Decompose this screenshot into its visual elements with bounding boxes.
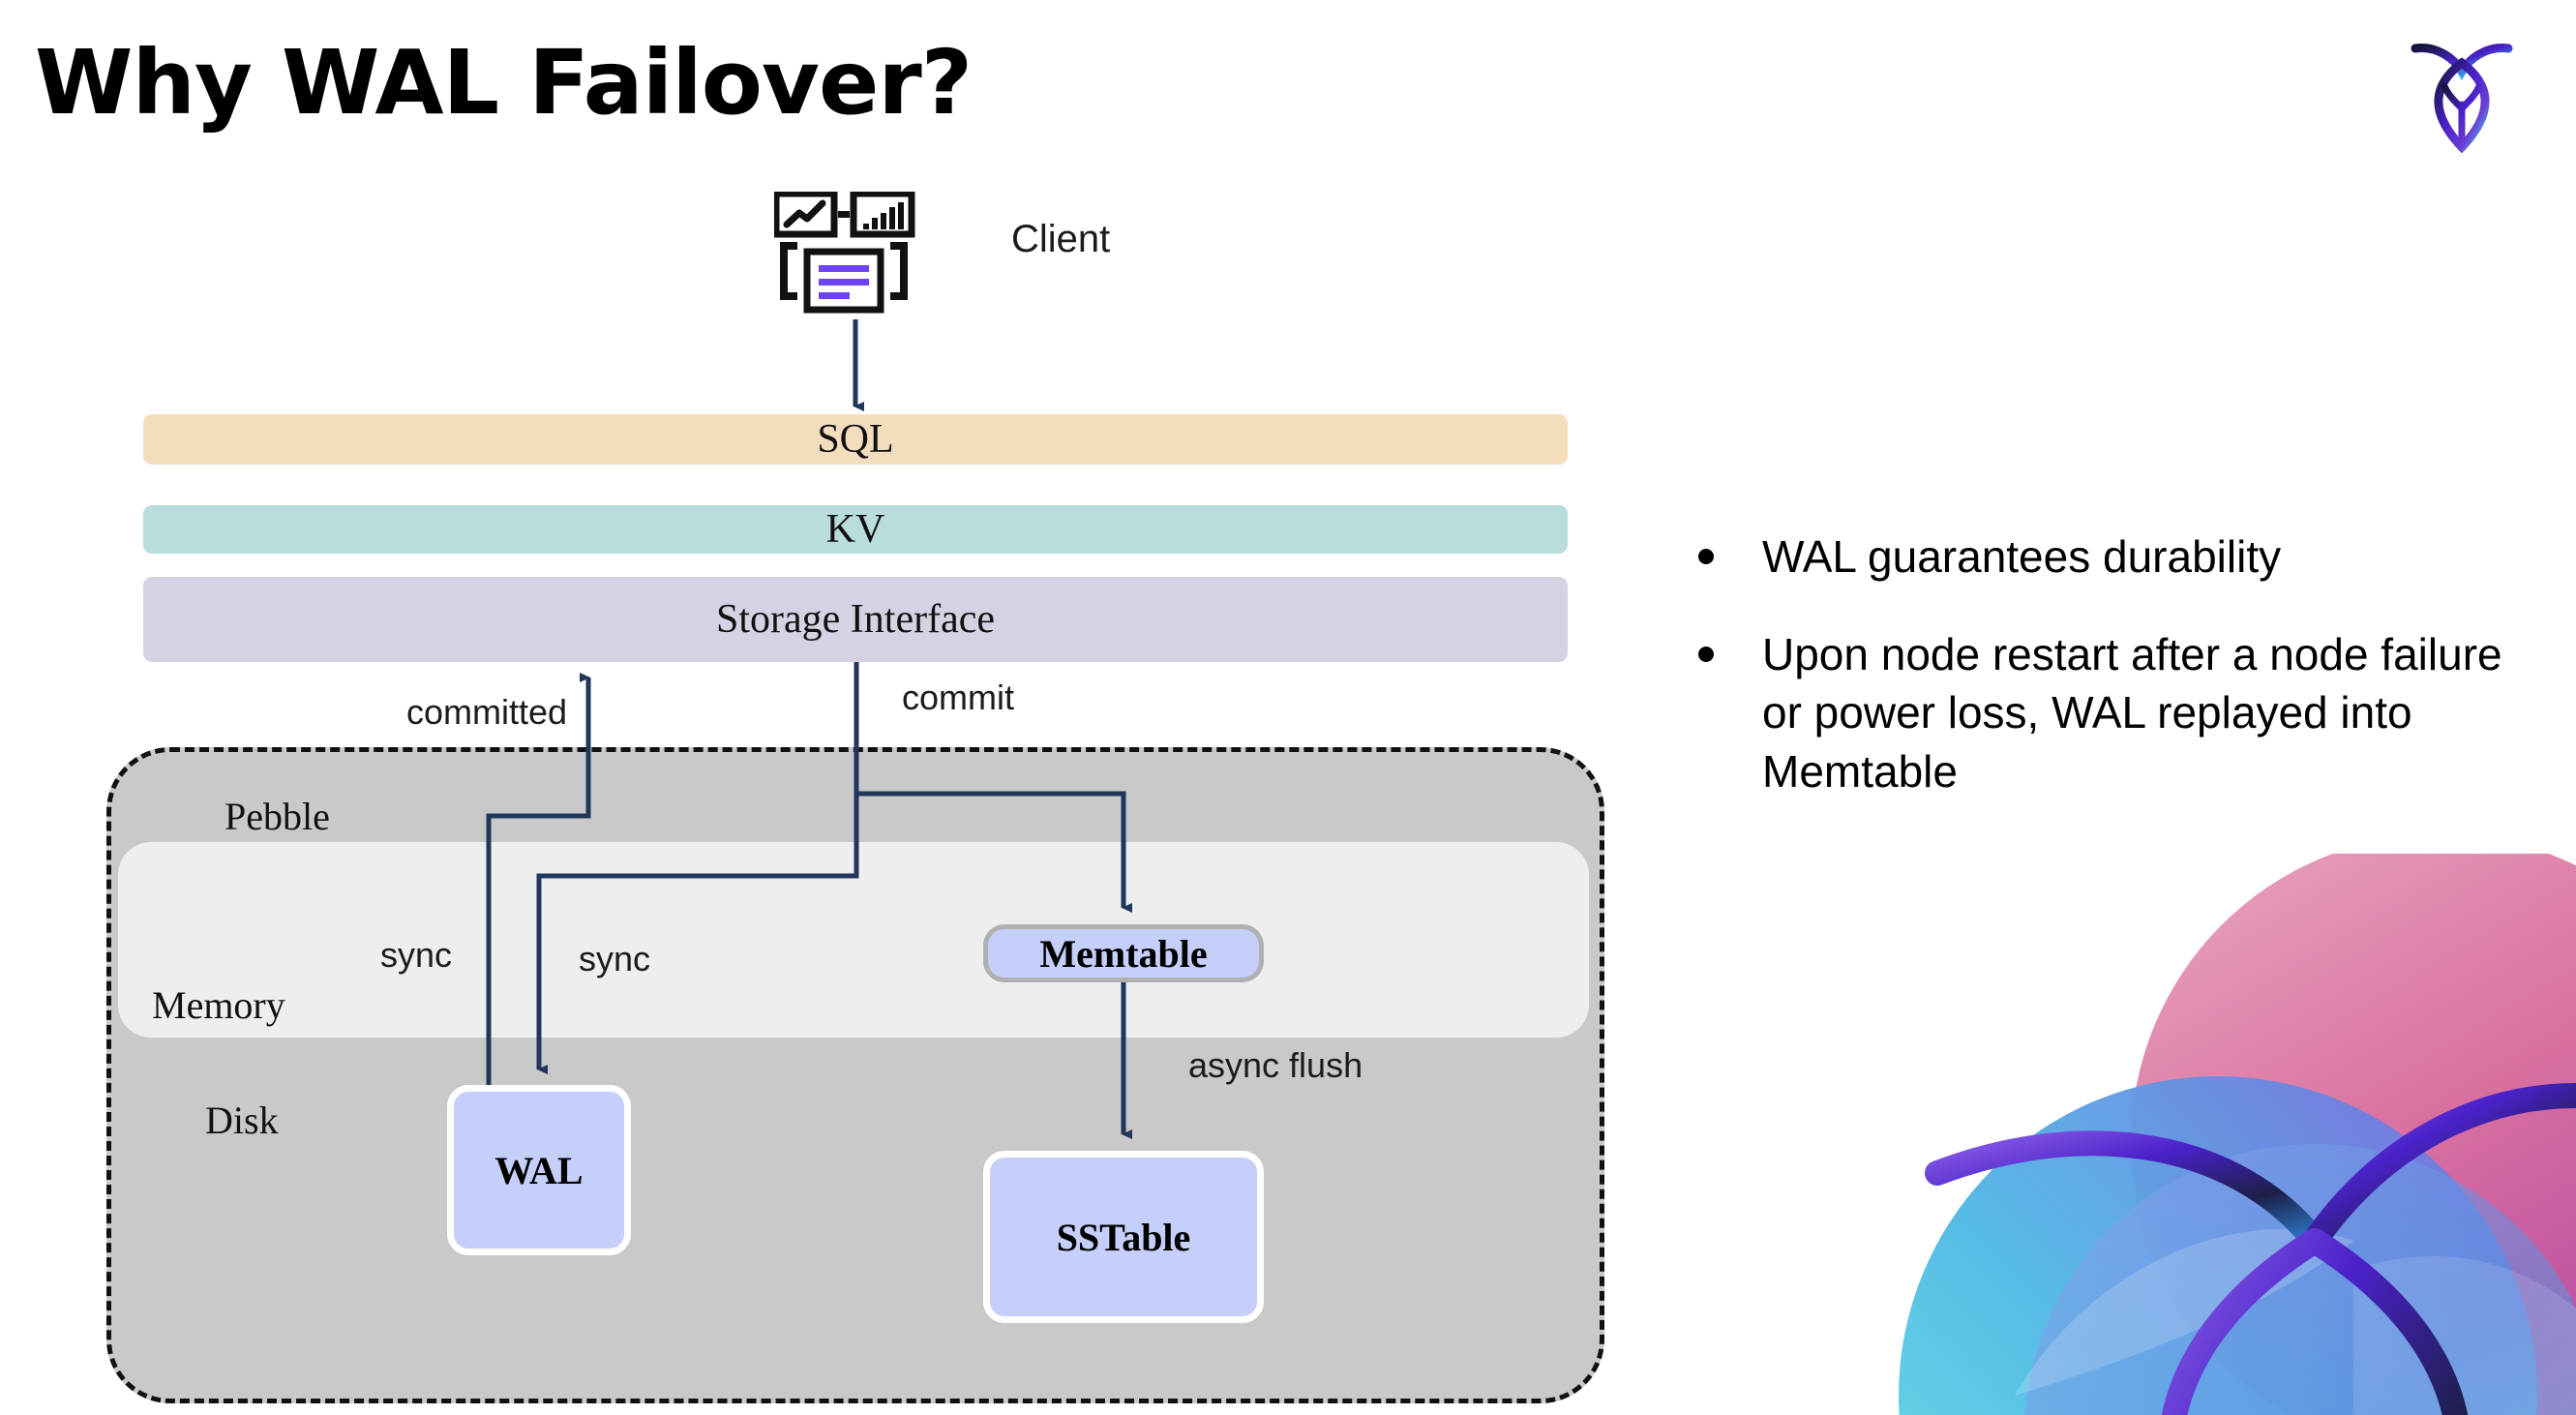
layer-label-kv: KV: [825, 507, 885, 552]
bullet-dot-icon: [1698, 549, 1714, 564]
layer-label-storage-interface: Storage Interface: [716, 597, 995, 642]
layer-bar-kv: KV: [143, 505, 1568, 554]
list-item: Upon node restart after a node failure o…: [1698, 625, 2550, 801]
list-item: WAL guarantees durability: [1698, 527, 2550, 587]
client-dashboard-icon: [772, 190, 929, 327]
edge-label-commit: commit: [902, 677, 1014, 717]
client-label: Client: [1011, 218, 1111, 260]
layer-label-sql: SQL: [817, 417, 894, 462]
edge-label-sync-left: sync: [380, 935, 453, 975]
pebble-label: Pebble: [225, 795, 330, 838]
bullet-text: Upon node restart after a node failure o…: [1762, 628, 2502, 798]
layer-bar-storage-interface: Storage Interface: [143, 577, 1568, 662]
edge-label-sync-right: sync: [579, 939, 651, 978]
memory-band: [118, 842, 1589, 1038]
edge-label-committed: committed: [406, 692, 568, 732]
disk-label: Disk: [205, 1099, 279, 1142]
memory-label: Memory: [152, 983, 285, 1027]
layer-bar-sql: SQL: [143, 414, 1568, 465]
node-label-memtable: Memtable: [1039, 931, 1208, 976]
overlapping-circles-graphic-icon: [1899, 854, 2576, 1415]
bullet-dot-icon: [1698, 646, 1714, 662]
page-title: Why WAL Failover?: [35, 31, 973, 135]
node-wal: WAL: [447, 1085, 631, 1255]
node-label-wal: WAL: [494, 1148, 584, 1192]
node-sstable: SSTable: [983, 1151, 1264, 1323]
bullet-text: WAL guarantees durability: [1762, 531, 2282, 582]
cockroach-leaf-logo-icon: [2408, 33, 2516, 154]
node-memtable: Memtable: [983, 924, 1264, 982]
bullet-list: WAL guarantees durability Upon node rest…: [1698, 527, 2550, 840]
node-label-sstable: SSTable: [1056, 1215, 1191, 1259]
edge-label-async-flush: async flush: [1188, 1045, 1363, 1085]
